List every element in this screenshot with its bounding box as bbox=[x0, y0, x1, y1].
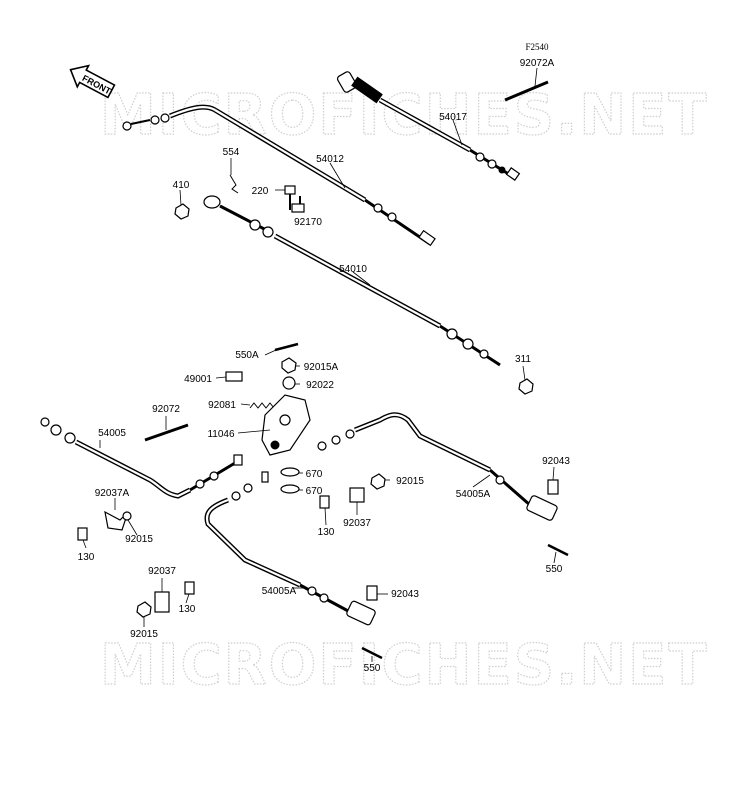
label-670-lower: 670 bbox=[306, 486, 323, 497]
label-550-lower: 550 bbox=[364, 663, 381, 674]
label-220: 220 bbox=[252, 186, 269, 197]
label-92072A: 92072A bbox=[520, 58, 555, 69]
part-670-lower bbox=[280, 484, 300, 494]
label-410: 410 bbox=[173, 180, 190, 191]
part-554 bbox=[229, 174, 239, 194]
part-92037-right bbox=[349, 487, 365, 503]
label-92072: 92072 bbox=[152, 404, 180, 415]
part-92072 bbox=[144, 423, 189, 442]
label-54017: 54017 bbox=[439, 112, 467, 123]
label-49001: 49001 bbox=[184, 374, 212, 385]
cable-54012 bbox=[122, 104, 436, 247]
label-311: 311 bbox=[515, 354, 531, 365]
label-54005: 54005 bbox=[98, 428, 126, 439]
cable-54005A-upper bbox=[317, 412, 558, 521]
part-92037-lower bbox=[154, 591, 170, 613]
label-92170: 92170 bbox=[294, 217, 322, 228]
part-92043-upper bbox=[547, 479, 559, 495]
label-130-right: 130 bbox=[318, 527, 335, 538]
label-92022: 92022 bbox=[306, 380, 334, 391]
callout-labels: 92072A 54017 554 54012 410 220 92170 540… bbox=[78, 58, 571, 674]
part-550-lower bbox=[361, 646, 383, 660]
part-92015A bbox=[281, 357, 297, 374]
part-410 bbox=[174, 203, 190, 220]
part-92022 bbox=[282, 376, 296, 390]
cable-54005A-lower bbox=[204, 471, 376, 626]
cable-54017 bbox=[336, 71, 521, 181]
part-311 bbox=[518, 378, 534, 395]
label-550A: 550A bbox=[235, 350, 259, 361]
label-92043-upper: 92043 bbox=[542, 456, 570, 467]
label-54010: 54010 bbox=[339, 264, 367, 275]
part-130-left bbox=[77, 527, 88, 541]
figure-code: F2540 bbox=[525, 42, 549, 52]
label-130-lower: 130 bbox=[179, 604, 196, 615]
label-92015A: 92015A bbox=[304, 362, 339, 373]
part-11046 bbox=[261, 394, 311, 456]
front-arrow: FRONT bbox=[69, 64, 116, 99]
part-92043-lower bbox=[366, 585, 378, 601]
label-54012: 54012 bbox=[316, 154, 344, 165]
label-92037A: 92037A bbox=[95, 488, 130, 499]
cable-54005 bbox=[40, 417, 243, 499]
part-92015-right bbox=[370, 473, 386, 490]
label-554: 554 bbox=[223, 147, 240, 158]
part-550A bbox=[274, 342, 299, 352]
part-92081 bbox=[249, 402, 275, 409]
label-92081: 92081 bbox=[208, 400, 236, 411]
leader-lines bbox=[82, 67, 557, 662]
part-220-92170 bbox=[284, 185, 305, 213]
label-11046: 11046 bbox=[207, 429, 235, 440]
label-670-upper: 670 bbox=[306, 469, 323, 480]
label-92015-left: 92015 bbox=[125, 534, 153, 545]
part-670-upper bbox=[280, 467, 300, 477]
part-130-lower bbox=[184, 581, 195, 595]
part-130-right bbox=[319, 495, 330, 509]
label-54005A-lower: 54005A bbox=[262, 586, 297, 597]
part-92072A bbox=[504, 80, 549, 102]
label-54005A-upper: 54005A bbox=[456, 489, 491, 500]
label-92015-right: 92015 bbox=[396, 476, 424, 487]
part-550-upper bbox=[547, 543, 569, 557]
label-550-upper: 550 bbox=[546, 564, 563, 575]
label-92037-right: 92037 bbox=[343, 518, 371, 529]
label-92037-lower: 92037 bbox=[148, 566, 176, 577]
cable-54010 bbox=[203, 195, 501, 367]
label-130-left: 130 bbox=[78, 552, 95, 563]
label-92043-lower: 92043 bbox=[391, 589, 419, 600]
part-49001 bbox=[225, 371, 243, 382]
part-92015-lower bbox=[136, 601, 152, 618]
label-92015-lower: 92015 bbox=[130, 629, 158, 640]
part-92037A bbox=[104, 510, 132, 531]
watermark-bottom: MICROFICHES.NET bbox=[100, 633, 709, 698]
